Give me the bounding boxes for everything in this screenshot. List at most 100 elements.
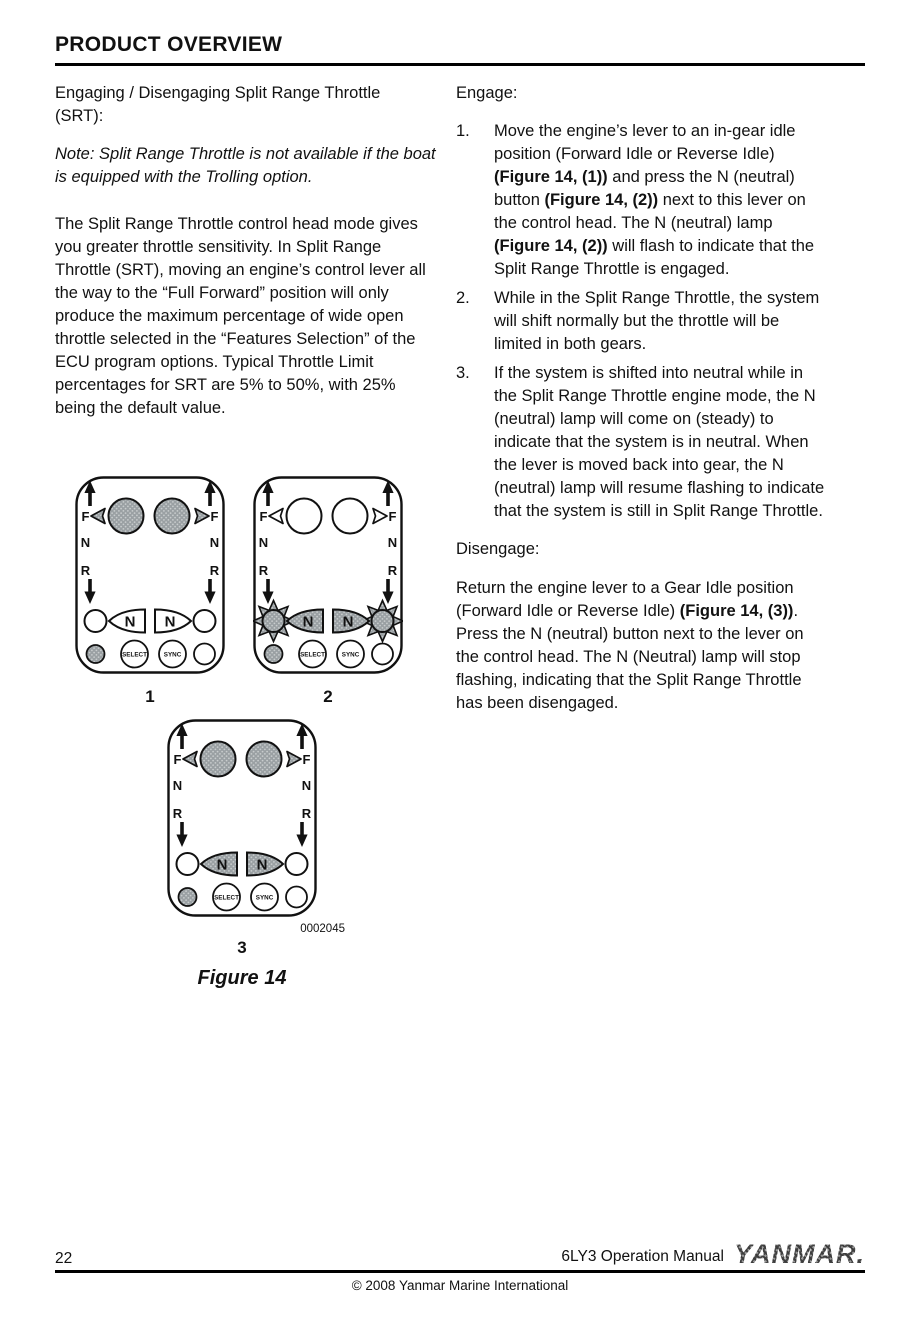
neutral-lamp	[175, 852, 200, 876]
disengage-paragraph: Return the engine lever to a Gear Idle p…	[456, 579, 804, 712]
select-button	[212, 882, 241, 912]
indicator-dot	[177, 887, 198, 907]
step-text: If the system is shifted into neutral wh…	[494, 364, 825, 520]
lever-knob	[153, 497, 191, 535]
select-button-label: SELECT	[300, 651, 325, 658]
neutral-gate-label: N	[210, 535, 219, 550]
indicator-dot	[85, 644, 106, 664]
neutral-button	[246, 851, 285, 877]
lever-chevron	[182, 750, 198, 768]
footer-line: 22 6LY3 Operation Manual YANMAR.	[55, 1241, 865, 1273]
lever-chevron	[372, 507, 388, 525]
step-number: 1.	[456, 122, 470, 140]
page-footer: 22 6LY3 Operation Manual YANMAR. © 2008 …	[55, 1241, 865, 1293]
figure-code: 0002045	[300, 923, 345, 935]
lever-chevron	[194, 507, 210, 525]
forward-label: F	[174, 752, 182, 767]
neutral-button-label: N	[165, 614, 176, 631]
neutral-gate-label: N	[173, 778, 182, 793]
forward-label: F	[389, 509, 397, 524]
reverse-arrow	[296, 834, 308, 847]
lever-knob	[285, 497, 323, 535]
lever-knob	[331, 497, 369, 535]
engage-step-2: 2. While in the Split Range Throttle, th…	[456, 287, 828, 356]
right-column: Engage: 1. Move the engine’s lever to an…	[456, 82, 828, 715]
step-number: 3.	[456, 364, 470, 382]
page-number: 22	[55, 1250, 73, 1267]
manual-title: 6LY3 Operation Manual	[561, 1248, 724, 1265]
neutral-button	[285, 608, 324, 634]
sync-button	[250, 882, 279, 912]
reverse-arrow	[204, 591, 216, 604]
select-button-label: SELECT	[214, 894, 239, 901]
neutral-button	[332, 608, 371, 634]
neutral-button-label: N	[303, 614, 314, 631]
reverse-label: R	[173, 806, 183, 821]
panel-1-label: 1	[145, 687, 155, 706]
step-number: 2.	[456, 289, 470, 307]
reverse-label: R	[302, 806, 312, 821]
left-column: Engaging / Disengaging Split Range Throt…	[55, 82, 437, 420]
neutral-lamp	[83, 609, 108, 633]
neutral-gate-label: N	[388, 535, 397, 550]
panel-3-label: 3	[237, 938, 247, 957]
neutral-button-label: N	[343, 614, 354, 631]
srt-body-paragraph: The Split Range Throttle control head mo…	[55, 215, 426, 417]
disengage-heading: Disengage:	[456, 540, 540, 558]
lever-knob	[245, 740, 283, 778]
indicator-dot	[371, 642, 394, 666]
panel-2-label: 2	[323, 687, 333, 706]
select-button-label: SELECT	[122, 651, 147, 658]
srt-section-heading: Engaging / Disengaging Split Range Throt…	[55, 84, 381, 125]
forward-label: F	[82, 509, 90, 524]
forward-label: F	[260, 509, 268, 524]
neutral-lamp	[261, 609, 286, 633]
forward-arrow	[176, 723, 188, 736]
forward-arrow	[204, 480, 216, 493]
forward-arrow	[84, 480, 96, 493]
copyright-line: © 2008 Yanmar Marine International	[351, 1278, 569, 1293]
engage-step-1: 1. Move the engine’s lever to an in-gear…	[456, 120, 828, 281]
yanmar-logo: YANMAR.	[734, 1239, 865, 1269]
srt-note: Note: Split Range Throttle is not availa…	[55, 145, 436, 186]
neutral-button	[199, 851, 238, 877]
neutral-lamp	[284, 852, 309, 876]
neutral-lamp	[370, 609, 395, 633]
sync-button-label: SYNC	[256, 894, 274, 901]
neutral-button	[107, 608, 146, 634]
reverse-label: R	[259, 563, 269, 578]
forward-label: F	[211, 509, 219, 524]
reverse-arrow	[382, 591, 394, 604]
engage-step-3: 3. If the system is shifted into neutral…	[456, 362, 828, 523]
engage-heading: Engage:	[456, 84, 518, 102]
forward-arrow	[296, 723, 308, 736]
reverse-arrow	[262, 591, 274, 604]
reverse-label: R	[388, 563, 398, 578]
sync-button-label: SYNC	[342, 651, 360, 658]
neutral-lamp	[192, 609, 217, 633]
step-text: Move the engine’s lever to an in-gear id…	[494, 122, 815, 278]
engage-steps: 1. Move the engine’s lever to an in-gear…	[456, 120, 828, 523]
neutral-gate-label: N	[302, 778, 311, 793]
neutral-button	[154, 608, 193, 634]
reverse-arrow	[176, 834, 188, 847]
page-header: PRODUCT OVERVIEW	[55, 33, 865, 66]
neutral-button-label: N	[125, 614, 136, 631]
indicator-dot	[285, 885, 308, 909]
select-button	[298, 639, 327, 669]
neutral-button-label: N	[217, 857, 228, 874]
indicator-dot	[193, 642, 216, 666]
select-button	[120, 639, 149, 669]
forward-arrow	[262, 480, 274, 493]
step-text: While in the Split Range Throttle, the s…	[494, 289, 820, 353]
page-title: PRODUCT OVERVIEW	[55, 33, 283, 56]
